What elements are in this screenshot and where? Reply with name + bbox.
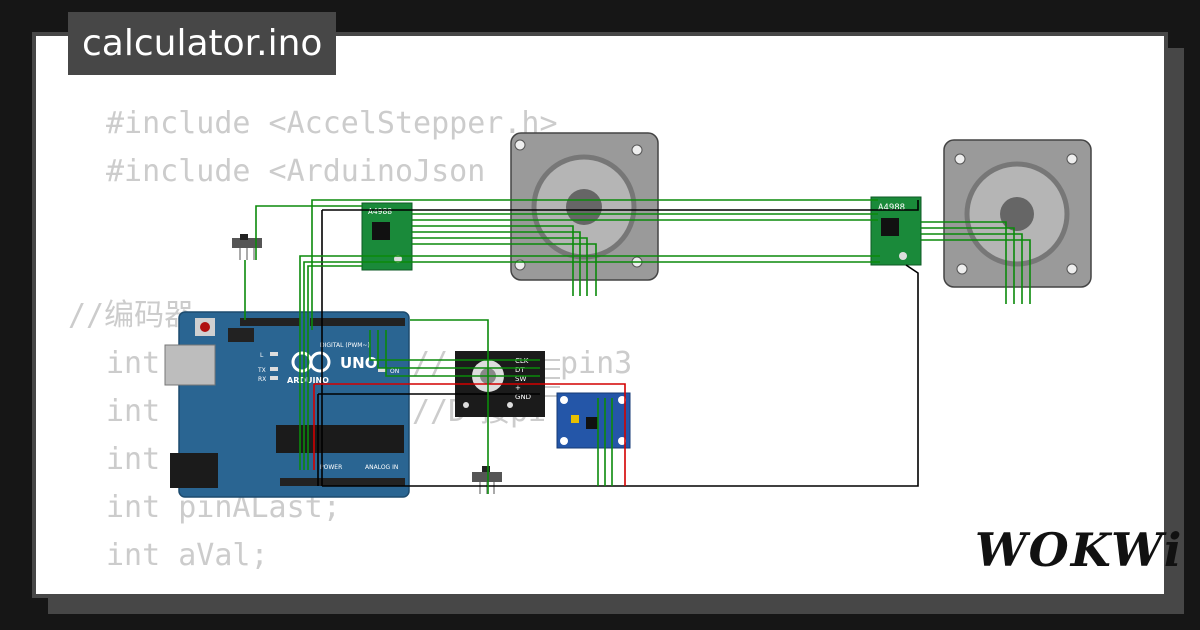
wokwi-logo: WOKWi [975,523,1184,577]
driver-2-label: A4988 [878,203,905,213]
code-comment: pin3 [560,346,633,381]
code-line: #include <AccelStepper.h> [106,106,558,141]
rx-led-label: RX [258,376,266,383]
power-header-label: POWER [320,464,342,471]
arduino-model-label: UNO [340,354,378,372]
encoder-pin-vcc: + [515,384,521,392]
l-led-label: L [260,352,264,359]
stepper-motor-2[interactable] [943,139,1092,288]
a4988-driver-1[interactable]: A4988 [361,202,413,271]
on-led-label: ON [390,368,399,375]
driver-1-label: A4988 [368,207,392,216]
wires [244,199,1031,494]
window-title: calculator.ino [68,12,337,75]
slide-switch-1[interactable] [232,234,262,260]
code-line: int [106,394,161,429]
encoder-pin-gnd: GND [515,393,531,401]
digital-header-label: DIGITAL (PWM~) [320,342,370,349]
code-line: int [106,442,161,477]
code-comment: // [412,346,449,381]
arduino-uno-board[interactable]: UNO ARDUINO DIGITAL (PWM~) POWER ANALOG … [164,311,410,498]
encoder-pin-sw: SW [515,375,526,383]
sensor-module[interactable] [556,392,631,449]
analog-header-label: ANALOG IN [365,464,398,471]
a4988-driver-2[interactable]: A4988 [870,196,922,266]
code-line: //编码器 [68,298,195,333]
slide-switch-2[interactable] [472,466,502,494]
tx-led-label: TX [257,367,266,374]
encoder-pin-dt: DT [515,366,525,374]
stepper-motor-1[interactable] [510,132,659,281]
encoder-pin-clk: CLK [515,357,529,365]
code-line: int aVal; [106,538,269,573]
code-line: int [106,346,161,381]
code-line: #include <ArduinoJson [106,154,486,189]
